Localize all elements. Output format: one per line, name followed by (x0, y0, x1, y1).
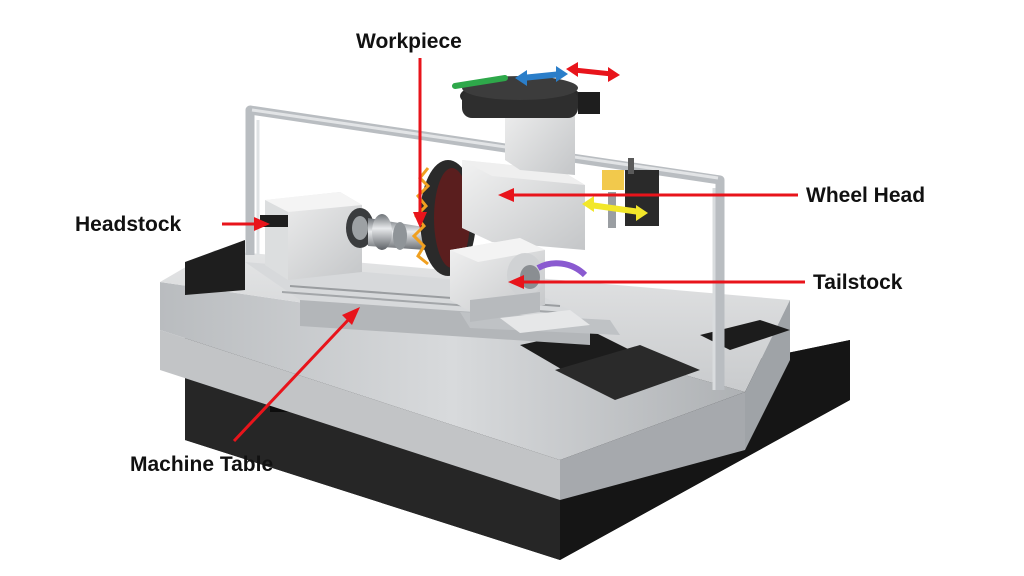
wheel-head-unit (460, 76, 600, 250)
callout-arrows (222, 58, 805, 443)
headstock-label: Headstock (75, 213, 182, 236)
workpiece-label: Workpiece (356, 30, 462, 53)
tailstock-label: Tailstock (813, 271, 903, 294)
motion-arrows (452, 62, 648, 278)
wheel-head-label: Wheel Head (806, 184, 926, 207)
gantry-frame (245, 105, 725, 390)
headstock-unit (260, 192, 374, 280)
machine-table-label: Machine Table (130, 453, 274, 476)
tailstock-unit (450, 238, 590, 333)
machine-table-callout-arrow (232, 316, 352, 443)
